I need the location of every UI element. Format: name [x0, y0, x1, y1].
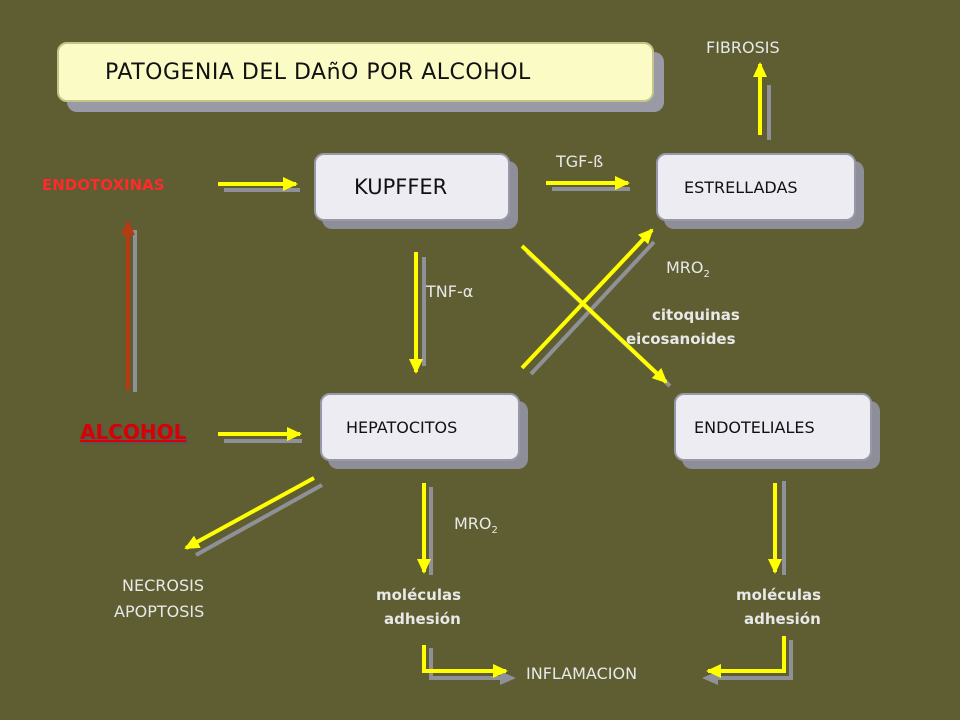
arrow-shadow-left-inflamacion	[429, 648, 500, 680]
adhesion-label-left: adhesión	[384, 610, 461, 628]
arrow-shadow-hep-estrelladas	[529, 240, 656, 376]
necrosis-label: NECROSIS	[122, 576, 204, 595]
hepatocitos-label: HEPATOCITOS	[346, 417, 458, 437]
arrow-moleculas-inflamacion-left	[422, 645, 508, 678]
fibrosis-label: FIBROSIS	[706, 38, 780, 57]
tgf-label: TGF-ß	[556, 152, 604, 171]
apoptosis-label: APOPTOSIS	[114, 602, 205, 621]
title-box: PATOGENIA DEL DAñO POR ALCOHOL	[57, 42, 654, 102]
inflamacion-label: INFLAMACION	[526, 664, 638, 683]
mro-label-lower: MRO2	[454, 514, 498, 537]
arrow-hepatocitos-estrelladas	[520, 228, 654, 370]
kupffer-box: KUPFFER	[314, 153, 510, 221]
page-title: PATOGENIA DEL DAñO POR ALCOHOL	[105, 59, 531, 85]
eicosanoides-label: eicosanoides	[626, 330, 736, 348]
tnf-label: TNF-α	[426, 282, 474, 301]
endoteliales-box: ENDOTELIALES	[674, 393, 872, 461]
hepatocitos-box: HEPATOCITOS	[320, 393, 520, 461]
endotoxinas-label: ENDOTOXINAS	[42, 176, 165, 194]
estrelladas-box: ESTRELLADAS	[656, 153, 856, 221]
endoteliales-label: ENDOTELIALES	[694, 417, 815, 437]
arrow-shadow-necrosis	[195, 483, 323, 557]
arrow-shadow-right-inflamacion	[718, 640, 793, 680]
arrow-kupffer-endoteliales	[520, 244, 668, 384]
alcohol-label: ALCOHOL	[80, 420, 187, 444]
estrelladas-label: ESTRELLADAS	[684, 177, 798, 197]
moleculas-label-right: moléculas	[736, 586, 822, 604]
arrow-hepatocitos-necrosis	[184, 476, 315, 550]
kupffer-label: KUPFFER	[354, 175, 448, 199]
mro-label-upper: MRO2	[666, 258, 710, 281]
arrow-moleculas-inflamacion-right	[706, 636, 786, 678]
adhesion-label-right: adhesión	[744, 610, 821, 628]
citoquinas-label: citoquinas	[652, 306, 740, 324]
moleculas-label-left: moléculas	[376, 586, 462, 604]
